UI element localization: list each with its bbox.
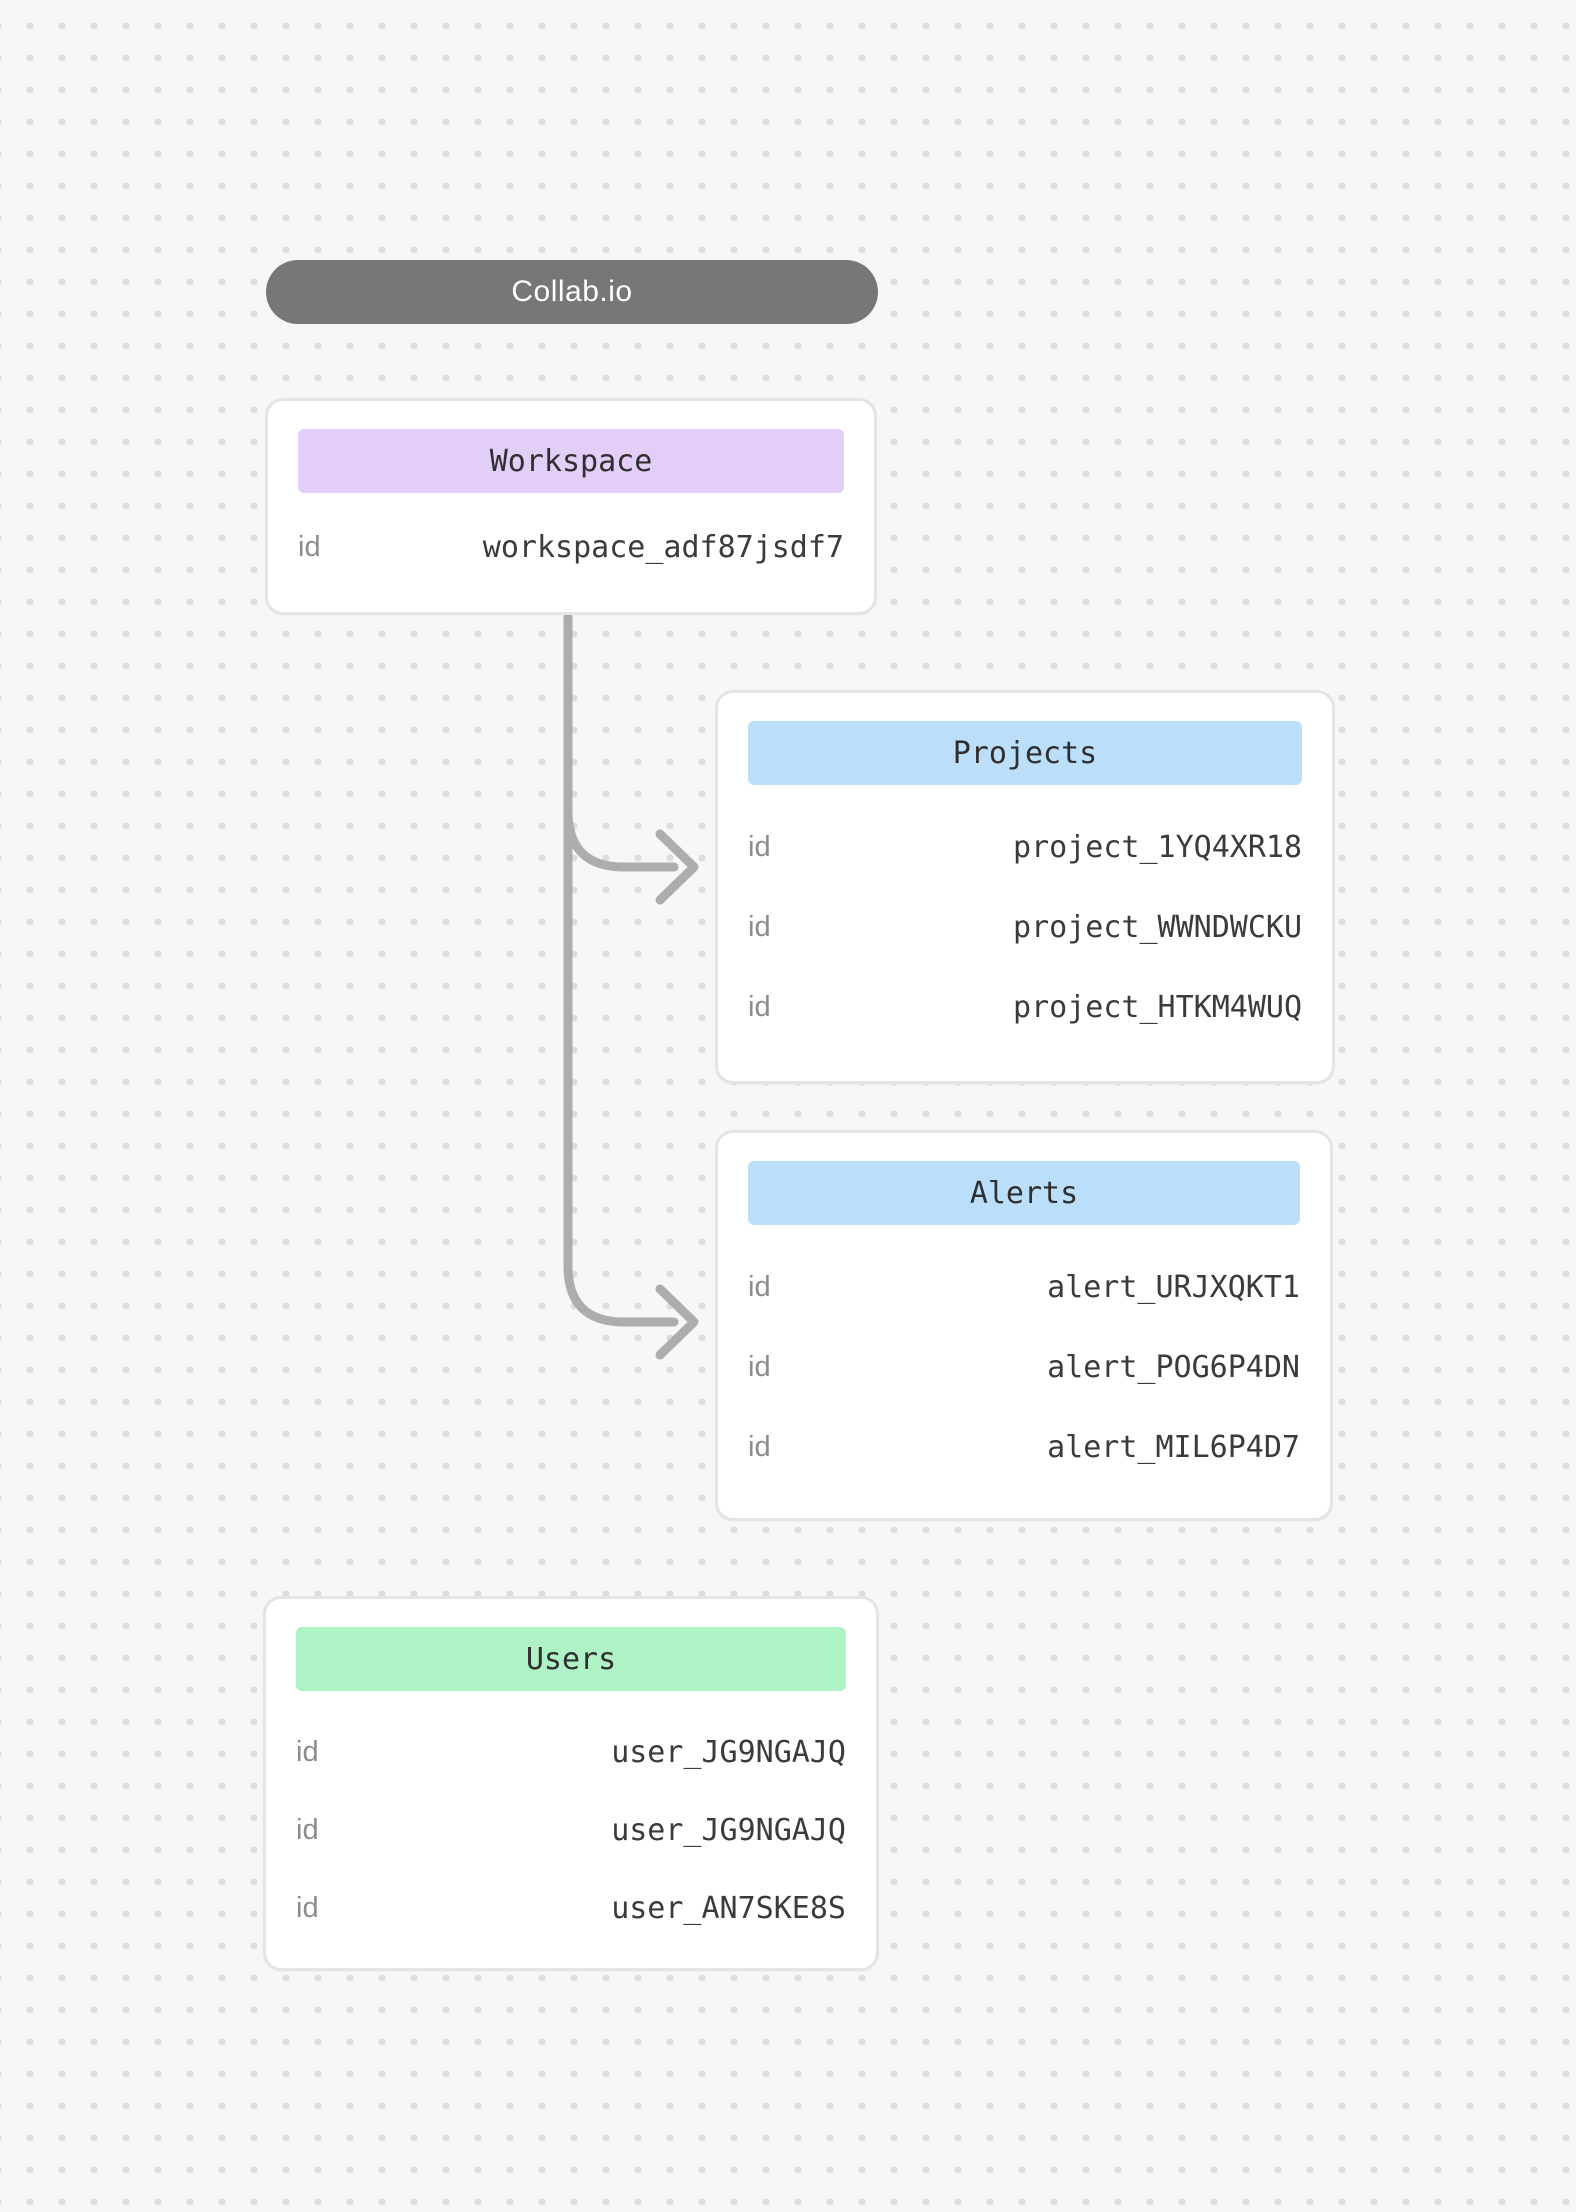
entity-card-alerts[interactable]: Alerts id alert_URJXQKT1 id alert_POG6P4…	[715, 1130, 1333, 1521]
attribute-value: user_JG9NGAJQ	[611, 1734, 846, 1770]
entity-rows: id workspace_adf87jsdf7	[298, 507, 844, 587]
attribute-label: id	[298, 530, 321, 563]
entity-title: Alerts	[969, 1175, 1079, 1211]
attribute-row: id project_WWNDWCKU	[748, 887, 1302, 967]
attribute-label: id	[748, 830, 771, 863]
attribute-row: id user_AN7SKE8S	[296, 1869, 846, 1947]
attribute-label: id	[748, 1430, 771, 1463]
attribute-row: id project_HTKM4WUQ	[748, 967, 1302, 1047]
entity-card-projects[interactable]: Projects id project_1YQ4XR18 id project_…	[715, 690, 1335, 1084]
entity-header-alerts: Alerts	[748, 1161, 1300, 1225]
entity-title: Projects	[952, 735, 1098, 771]
entity-header-projects: Projects	[748, 721, 1302, 785]
entity-card-workspace[interactable]: Workspace id workspace_adf87jsdf7	[265, 398, 877, 615]
diagram-title: Collab.io	[511, 275, 633, 308]
entity-rows: id user_JG9NGAJQ id user_JG9NGAJQ id use…	[296, 1713, 846, 1947]
entity-rows: id alert_URJXQKT1 id alert_POG6P4DN id a…	[748, 1247, 1300, 1487]
attribute-value: alert_POG6P4DN	[1047, 1349, 1300, 1385]
entity-header-users: Users	[296, 1627, 846, 1691]
attribute-label: id	[296, 1735, 319, 1768]
arrowhead-alerts	[655, 1284, 699, 1360]
attribute-row: id project_1YQ4XR18	[748, 807, 1302, 887]
attribute-label: id	[748, 1350, 771, 1383]
entity-title: Workspace	[489, 443, 653, 479]
attribute-label: id	[748, 990, 771, 1023]
attribute-label: id	[748, 1270, 771, 1303]
attribute-row: id alert_POG6P4DN	[748, 1327, 1300, 1407]
entity-card-users[interactable]: Users id user_JG9NGAJQ id user_JG9NGAJQ …	[263, 1596, 879, 1971]
attribute-label: id	[296, 1813, 319, 1846]
connector-workspace-alerts	[563, 612, 679, 1327]
attribute-value: user_JG9NGAJQ	[611, 1812, 846, 1848]
attribute-value: project_HTKM4WUQ	[1013, 989, 1302, 1025]
attribute-value: alert_MIL6P4D7	[1047, 1429, 1300, 1465]
attribute-row: id alert_URJXQKT1	[748, 1247, 1300, 1327]
attribute-value: project_WWNDWCKU	[1013, 909, 1302, 945]
entity-title: Users	[525, 1641, 617, 1677]
attribute-value: project_1YQ4XR18	[1013, 829, 1302, 865]
attribute-value: workspace_adf87jsdf7	[482, 529, 844, 565]
attribute-label: id	[748, 910, 771, 943]
diagram-title-pill[interactable]: Collab.io	[266, 260, 878, 324]
attribute-value: alert_URJXQKT1	[1047, 1269, 1300, 1305]
arrowhead-projects	[655, 829, 699, 905]
attribute-row: id workspace_adf87jsdf7	[298, 507, 844, 587]
attribute-row: id alert_MIL6P4D7	[748, 1407, 1300, 1487]
attribute-row: id user_JG9NGAJQ	[296, 1791, 846, 1869]
entity-header-workspace: Workspace	[298, 429, 844, 493]
entity-rows: id project_1YQ4XR18 id project_WWNDWCKU …	[748, 807, 1302, 1047]
attribute-row: id user_JG9NGAJQ	[296, 1713, 846, 1791]
attribute-label: id	[296, 1891, 319, 1924]
attribute-value: user_AN7SKE8S	[611, 1890, 846, 1926]
connector-workspace-projects	[563, 806, 679, 872]
